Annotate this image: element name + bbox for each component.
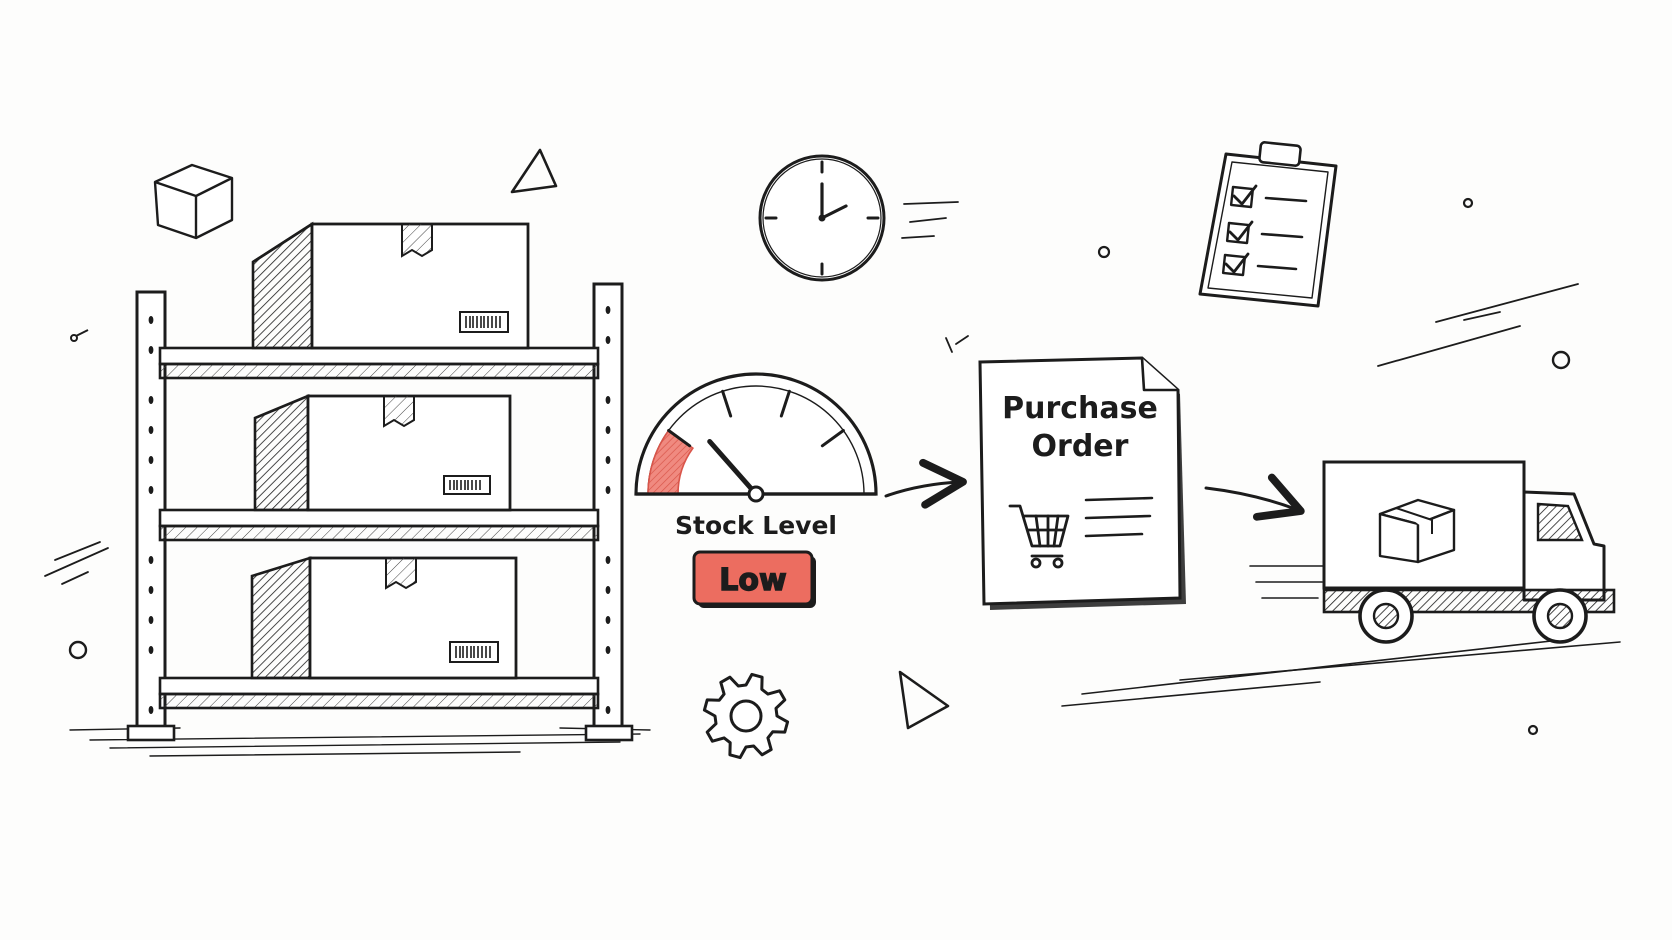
arrow-icon <box>1204 473 1305 521</box>
dot-icon <box>68 640 88 660</box>
gauge-icon <box>634 372 878 503</box>
gauge-needle <box>707 438 759 497</box>
shelf-unit-icon <box>69 221 651 757</box>
floating-cube-icon <box>153 163 234 240</box>
gauge-tick <box>721 389 733 418</box>
delivery-truck-icon <box>1061 460 1621 707</box>
box-icon <box>253 394 512 512</box>
box-icon <box>251 221 530 350</box>
truck-box-icon <box>1378 498 1456 564</box>
dot-icon <box>1462 197 1474 209</box>
status-badge-label: Low <box>719 563 786 598</box>
stock-level-label: Stock Level <box>675 511 837 540</box>
dot-icon <box>1527 724 1539 736</box>
small-knot-icon <box>70 329 89 342</box>
gauge-tick <box>820 429 845 448</box>
dot-icon <box>1097 245 1111 259</box>
triangle-icon <box>510 148 558 194</box>
gauge-tick <box>779 389 791 418</box>
arrow-icon <box>884 458 967 509</box>
triangle-icon <box>898 670 950 730</box>
gear-icon <box>702 672 790 760</box>
purchase-order-title-line1: Purchase <box>1002 391 1158 426</box>
clipboard-checklist-icon <box>1198 141 1338 308</box>
gauge-tick <box>667 429 692 448</box>
purchase-order-title-line2: Order <box>1032 429 1129 464</box>
shopping-cart-icon <box>1008 504 1070 569</box>
dot-icon <box>1551 350 1571 370</box>
box-icon <box>250 556 518 680</box>
document-lines <box>1084 496 1154 538</box>
status-badge: Low <box>692 550 816 608</box>
clock-icon <box>758 154 886 282</box>
motion-lines <box>44 201 1579 585</box>
gauge-ticks <box>667 389 845 448</box>
